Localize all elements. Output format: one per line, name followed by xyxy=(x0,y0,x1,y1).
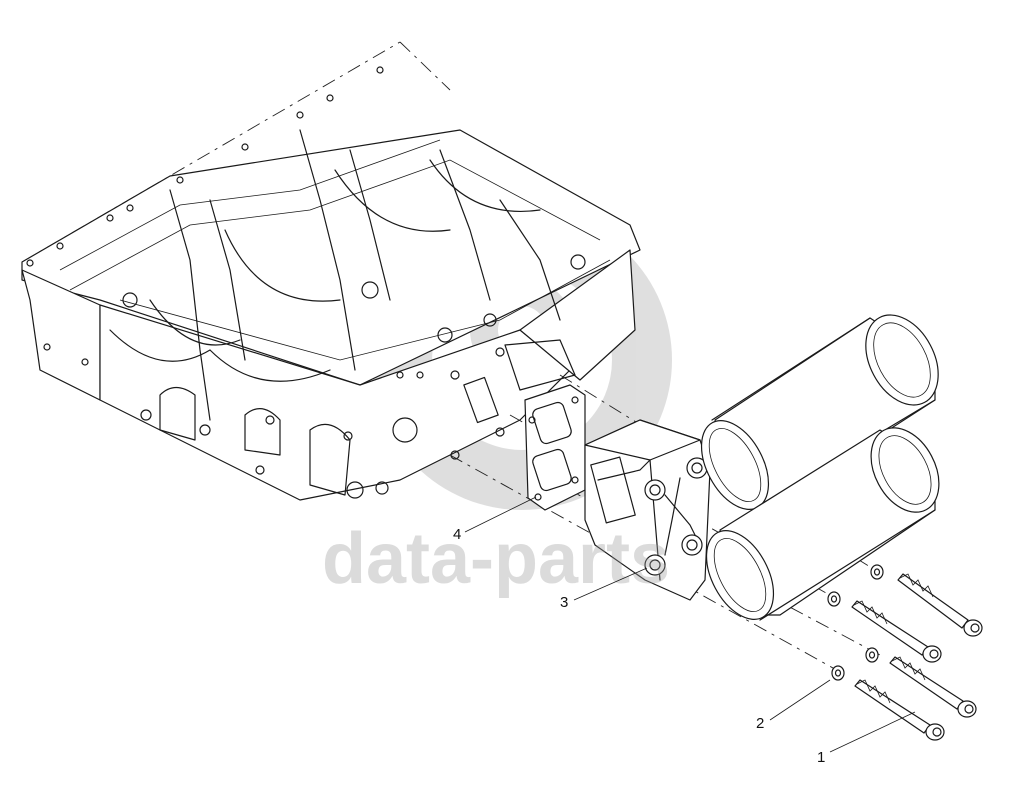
filter-canisters xyxy=(700,314,940,621)
watermark-text: data-parts xyxy=(322,519,670,599)
filter-housing-part-3 xyxy=(584,419,711,601)
washers-part-2 xyxy=(827,564,884,681)
callout-2: 2 xyxy=(756,715,764,732)
cap-screws-part-1 xyxy=(851,573,983,741)
gasket-part-4 xyxy=(524,384,586,511)
callout-leaders xyxy=(464,496,916,753)
callout-4: 4 xyxy=(453,526,461,543)
engine-block xyxy=(21,41,641,501)
callout-3: 3 xyxy=(560,594,568,611)
callout-1: 1 xyxy=(817,749,825,766)
